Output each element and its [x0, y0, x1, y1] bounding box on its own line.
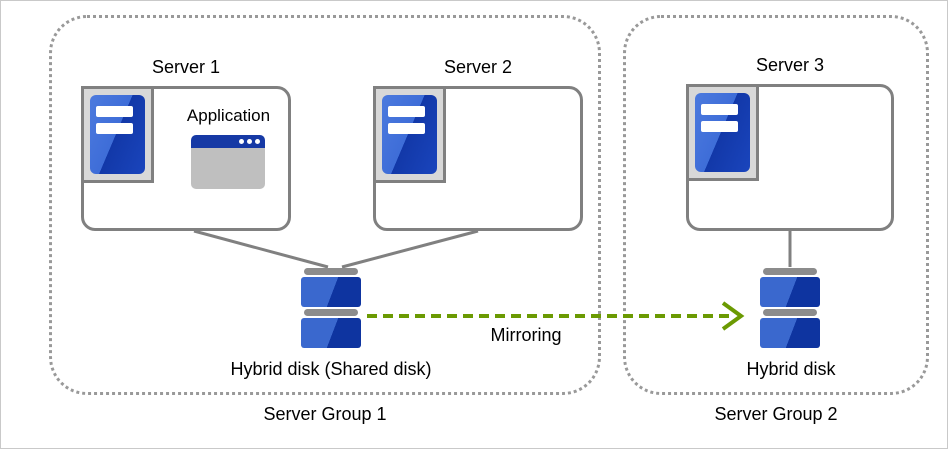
- server-tower-icon: [695, 93, 750, 172]
- disk-platter-icon: [760, 277, 820, 307]
- application-label: Application: [186, 106, 271, 125]
- server-slot-icon: [701, 104, 738, 115]
- server-3-label: Server 3: [755, 55, 825, 75]
- server-icon: [81, 86, 154, 183]
- server-slot-icon: [96, 123, 133, 134]
- window-dot-icon: [255, 139, 260, 144]
- server-group-2-label: Server Group 2: [714, 404, 838, 424]
- server-3-box: [686, 84, 894, 231]
- server-2-label: Server 2: [443, 57, 513, 77]
- server-group-1-label: Server Group 1: [263, 404, 387, 424]
- mirror-disk-label: Hybrid disk: [746, 359, 836, 379]
- server-1-label: Server 1: [151, 57, 221, 77]
- application-window-icon: [191, 135, 265, 189]
- server-group-2-container: [623, 15, 929, 395]
- server-slot-icon: [388, 106, 425, 117]
- disk-cap-icon: [763, 309, 817, 316]
- disk-platter-icon: [301, 277, 361, 307]
- disk-icon: [301, 268, 361, 350]
- server-tower-icon: [90, 95, 145, 174]
- server-slot-icon: [701, 121, 738, 132]
- application-window-titlebar: [191, 135, 265, 148]
- window-dot-icon: [239, 139, 244, 144]
- shared-disk-label: Hybrid disk (Shared disk): [230, 359, 432, 379]
- window-dot-icon: [247, 139, 252, 144]
- server-group-1-container: [49, 15, 601, 395]
- server-slot-icon: [96, 106, 133, 117]
- disk-icon: [760, 268, 820, 350]
- disk-cap-icon: [304, 309, 358, 316]
- disk-cap-icon: [763, 268, 817, 275]
- server-icon: [686, 84, 759, 181]
- application-window-body: [191, 148, 265, 189]
- mirroring-label: Mirroring: [490, 325, 562, 345]
- disk-platter-icon: [760, 318, 820, 348]
- server-slot-icon: [388, 123, 425, 134]
- disk-cap-icon: [304, 268, 358, 275]
- server-tower-icon: [382, 95, 437, 174]
- server-2-box: [373, 86, 583, 231]
- disk-platter-icon: [301, 318, 361, 348]
- server-icon: [373, 86, 446, 183]
